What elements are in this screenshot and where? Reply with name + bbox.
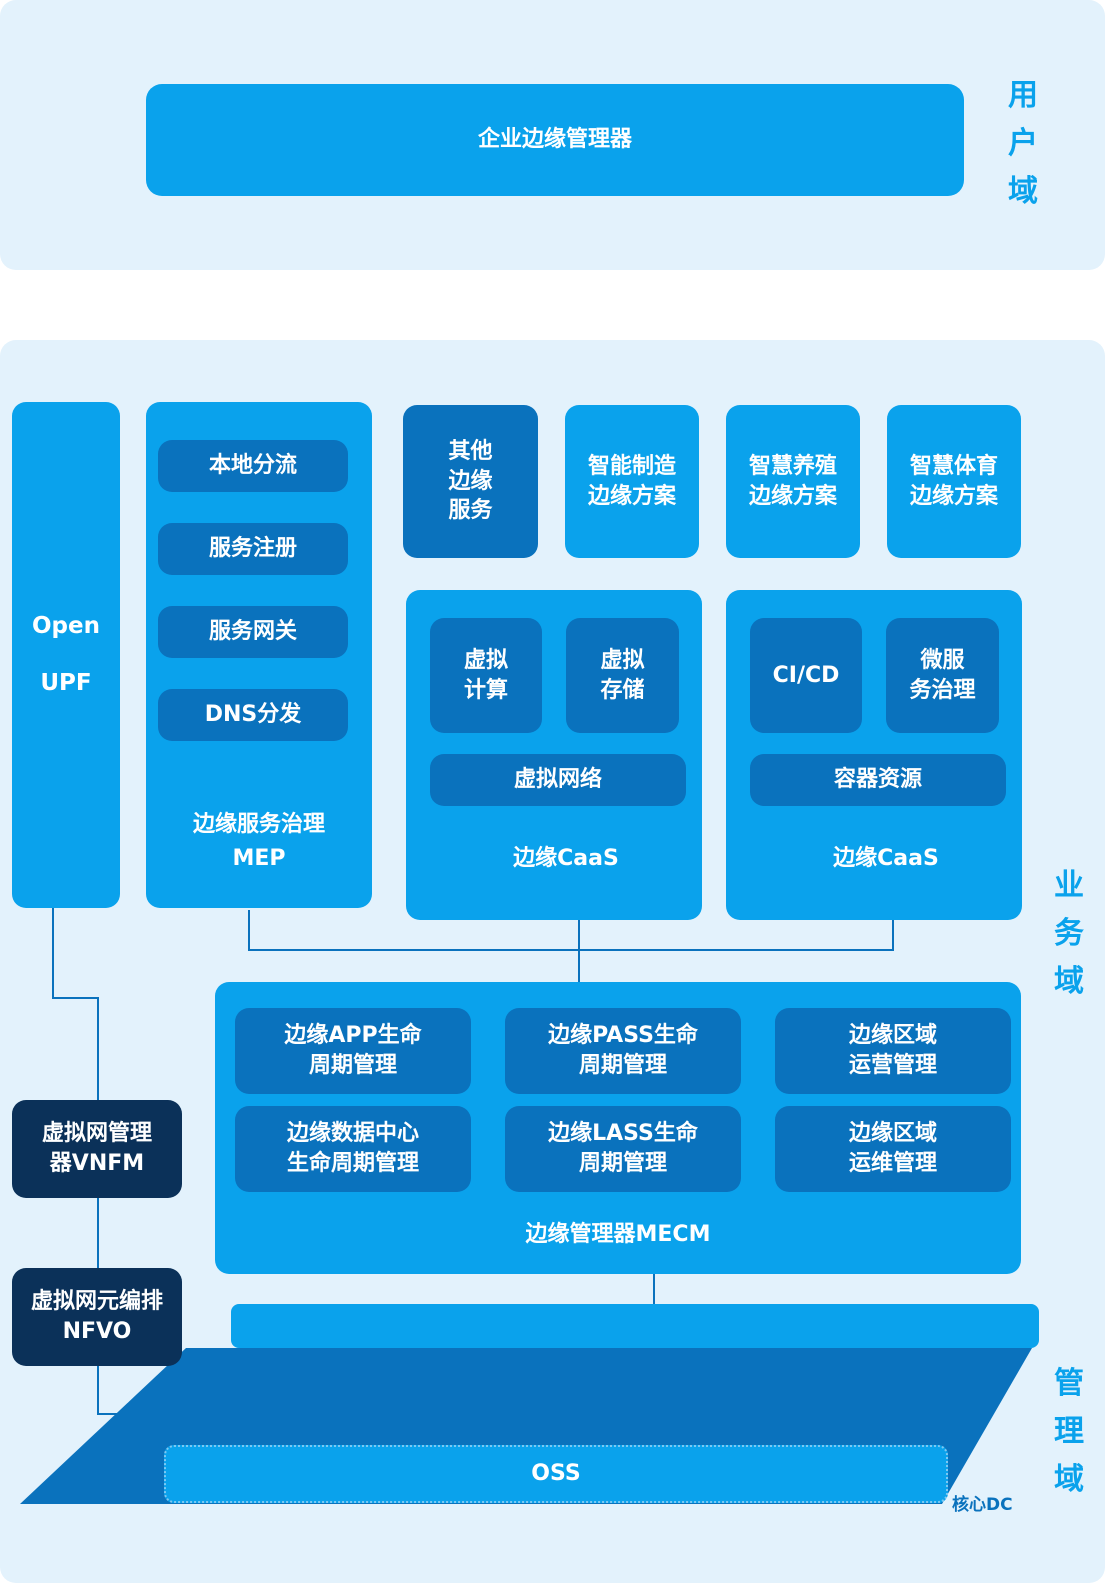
solution-other-edge-services[interactable]: 其他 边缘 服务 (403, 405, 538, 558)
mecm-caption: 边缘管理器MECM (525, 1222, 711, 1247)
business-domain-label: 业 务 域 (1054, 868, 1084, 999)
platform-bar (231, 1304, 1039, 1348)
solution-smart-sports[interactable]: 智慧体育 边缘方案 (887, 405, 1021, 558)
caas-container-caption: 边缘CaaS (833, 846, 939, 871)
management-domain-label: 管 理 域 (1054, 1366, 1084, 1497)
mecm-region-operation[interactable]: 边缘区域 运营管理 (775, 1008, 1011, 1094)
mep-item-local-offload[interactable]: 本地分流 (158, 440, 348, 492)
oss[interactable]: OSS (164, 1445, 948, 1503)
core-dc-label: 核心DC (952, 1495, 1013, 1515)
nfvo[interactable]: 虚拟网元编排 NFVO (12, 1268, 182, 1366)
mecm-datacenter-lifecycle[interactable]: 边缘数据中心 生命周期管理 (235, 1106, 471, 1192)
mecm-pass-lifecycle[interactable]: 边缘PASS生命 周期管理 (505, 1008, 741, 1094)
solution-smart-manufacturing[interactable]: 智能制造 边缘方案 (565, 405, 699, 558)
caas-container-resources[interactable]: 容器资源 (750, 754, 1006, 806)
caas-virtual-network[interactable]: 虚拟网络 (430, 754, 686, 806)
solution-smart-farming[interactable]: 智慧养殖 边缘方案 (726, 405, 860, 558)
caas-microservice-governance[interactable]: 微服 务治理 (886, 618, 999, 733)
open-upf[interactable]: Open UPF (12, 402, 120, 908)
enterprise-edge-manager[interactable]: 企业边缘管理器 (146, 84, 964, 196)
vnfm[interactable]: 虚拟网管理 器VNFM (12, 1100, 182, 1198)
mecm-lass-lifecycle[interactable]: 边缘LASS生命 周期管理 (505, 1106, 741, 1192)
mecm-region-maintenance[interactable]: 边缘区域 运维管理 (775, 1106, 1011, 1192)
user-domain-label: 用 户 域 (1008, 78, 1038, 209)
caas-virtual-compute[interactable]: 虚拟 计算 (430, 618, 542, 733)
mecm-app-lifecycle[interactable]: 边缘APP生命 周期管理 (235, 1008, 471, 1094)
caas-virtual-storage[interactable]: 虚拟 存储 (566, 618, 679, 733)
mep-caption: 边缘服务治理 MEP (192, 812, 325, 872)
caas-vm-caption: 边缘CaaS (513, 846, 619, 871)
mep-item-dns[interactable]: DNS分发 (158, 689, 348, 741)
mep-item-service-gateway[interactable]: 服务网关 (158, 606, 348, 658)
mep-item-service-registration[interactable]: 服务注册 (158, 523, 348, 575)
caas-cicd[interactable]: CI/CD (750, 618, 862, 733)
